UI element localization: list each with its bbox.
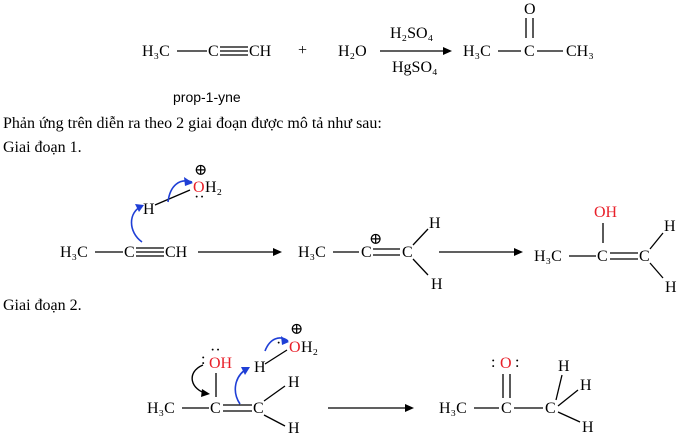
plus-charge: ⊕ (290, 321, 303, 338)
curly-arrow-pi (234, 367, 249, 405)
curly-arrowhead (201, 389, 210, 397)
enol-h-bottom: H (665, 279, 677, 296)
curly-arrowhead (241, 367, 250, 375)
h-o-bond (154, 189, 191, 206)
enol-h3c: H₃C (534, 248, 562, 265)
water: H₂O (338, 43, 367, 60)
ch: CH (165, 244, 188, 261)
ch-bond-1 (555, 374, 563, 401)
arrowhead (405, 404, 414, 412)
hydronium-h2: H₂ (301, 339, 318, 356)
acid-h: H (254, 359, 266, 376)
arrowhead (273, 248, 282, 256)
cation-c1: C (361, 244, 372, 261)
intro-text: Phản ứng trên diễn ra theo 2 giai đoạn đ… (3, 115, 382, 132)
cation-h3c: H₃C (298, 244, 326, 261)
h3c: H₃C (147, 400, 175, 417)
curly-arrow-pi (130, 205, 143, 243)
hydronium-o: O (193, 179, 205, 196)
ch-bond-bottom (649, 262, 664, 279)
c: C (124, 244, 135, 261)
enol-oh: OH (594, 204, 618, 221)
enol-h-top: H (664, 218, 676, 235)
curly-arrowhead (135, 204, 144, 212)
ch-bond-top (412, 228, 429, 246)
stage2-heading: Giai đoạn 2. (3, 297, 82, 314)
product-c: C (524, 43, 535, 60)
ch-bond-bottom (412, 258, 429, 276)
c1: C (210, 400, 221, 417)
plus-sign: + (298, 42, 307, 59)
stage1-diagram: ⊕ O H₂ ·· H H₃C C CH H₃C C ⊕ C H H (60, 162, 677, 296)
ch-bond-bottom (263, 414, 286, 427)
product-o: O (524, 1, 536, 18)
ketone-lone-pair-right: : (515, 354, 519, 371)
ch-bond-top (263, 385, 286, 402)
ketone-lone-pair-left: : (491, 354, 495, 371)
overall-reaction: H₃C C CH + H₂O H₂SO₄ HgSO₄ H₃C C O CH₃ p… (142, 1, 594, 105)
ch-bond-2 (557, 389, 579, 407)
cation-c2: C (402, 244, 413, 261)
plus-charge: ⊕ (194, 162, 207, 179)
stage2-diagram: ⊕ O H₂ ·· H : ·· OH H₃C C C H H : O : (147, 321, 594, 434)
ketone-o: O (500, 355, 512, 372)
ketone-h1: H (558, 358, 570, 375)
lone-pair: ·· (194, 189, 205, 206)
ketone-h3: H (582, 419, 594, 434)
product-h3c: H₃C (463, 43, 491, 60)
enol-oh: OH (209, 355, 233, 372)
ch-bond-top (649, 232, 664, 250)
product-ch3: CH₃ (566, 43, 594, 60)
cation-h-bottom: H (431, 276, 443, 293)
hydronium-o: O (289, 339, 301, 356)
enol-c1: C (597, 248, 608, 265)
reagent-h2so4: H₂SO₄ (390, 25, 434, 42)
curly-arrow-lone-pair (191, 364, 209, 395)
reactant-name: prop-1-yne (173, 89, 241, 105)
cation-plus: ⊕ (369, 231, 382, 248)
curly-arrowhead (281, 336, 289, 345)
ketone-c2: C (545, 400, 556, 417)
stage1-heading: Giai đoạn 1. (3, 139, 82, 156)
lone-pair-left: : (201, 351, 205, 368)
h3c: H₃C (60, 244, 88, 261)
h-top: H (288, 374, 300, 391)
reactant-ch: CH (249, 43, 272, 60)
ketone-h2: H (580, 377, 592, 394)
curly-arrowhead (184, 177, 193, 186)
reactant-c: C (208, 43, 219, 60)
arrowhead (443, 47, 452, 55)
cation-h-top: H (429, 215, 441, 232)
h-o-bond (264, 349, 288, 365)
arrowhead (514, 248, 523, 256)
enol-c2: C (639, 248, 650, 265)
ch-bond-3 (557, 411, 581, 423)
reactant-h3c: H₃C (142, 43, 170, 60)
reagent-hgso4: HgSO₄ (392, 59, 438, 76)
ketone-h3c: H₃C (439, 400, 467, 417)
h-bottom: H (288, 420, 300, 434)
lone-pair-top: ·· (210, 342, 221, 359)
c2: C (253, 400, 264, 417)
acid-h: H (143, 201, 155, 218)
ketone-c1: C (501, 400, 512, 417)
lone-pair: ·· (276, 335, 287, 352)
hydronium-h2: H₂ (205, 179, 222, 196)
